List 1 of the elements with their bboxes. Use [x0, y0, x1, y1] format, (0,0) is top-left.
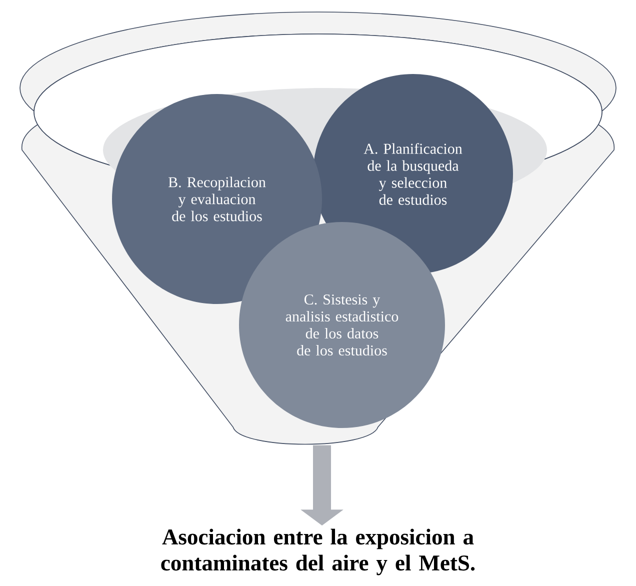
result-text: Asociacion entre la exposicion a contaminates del aire y el MetS. — [161, 528, 475, 576]
